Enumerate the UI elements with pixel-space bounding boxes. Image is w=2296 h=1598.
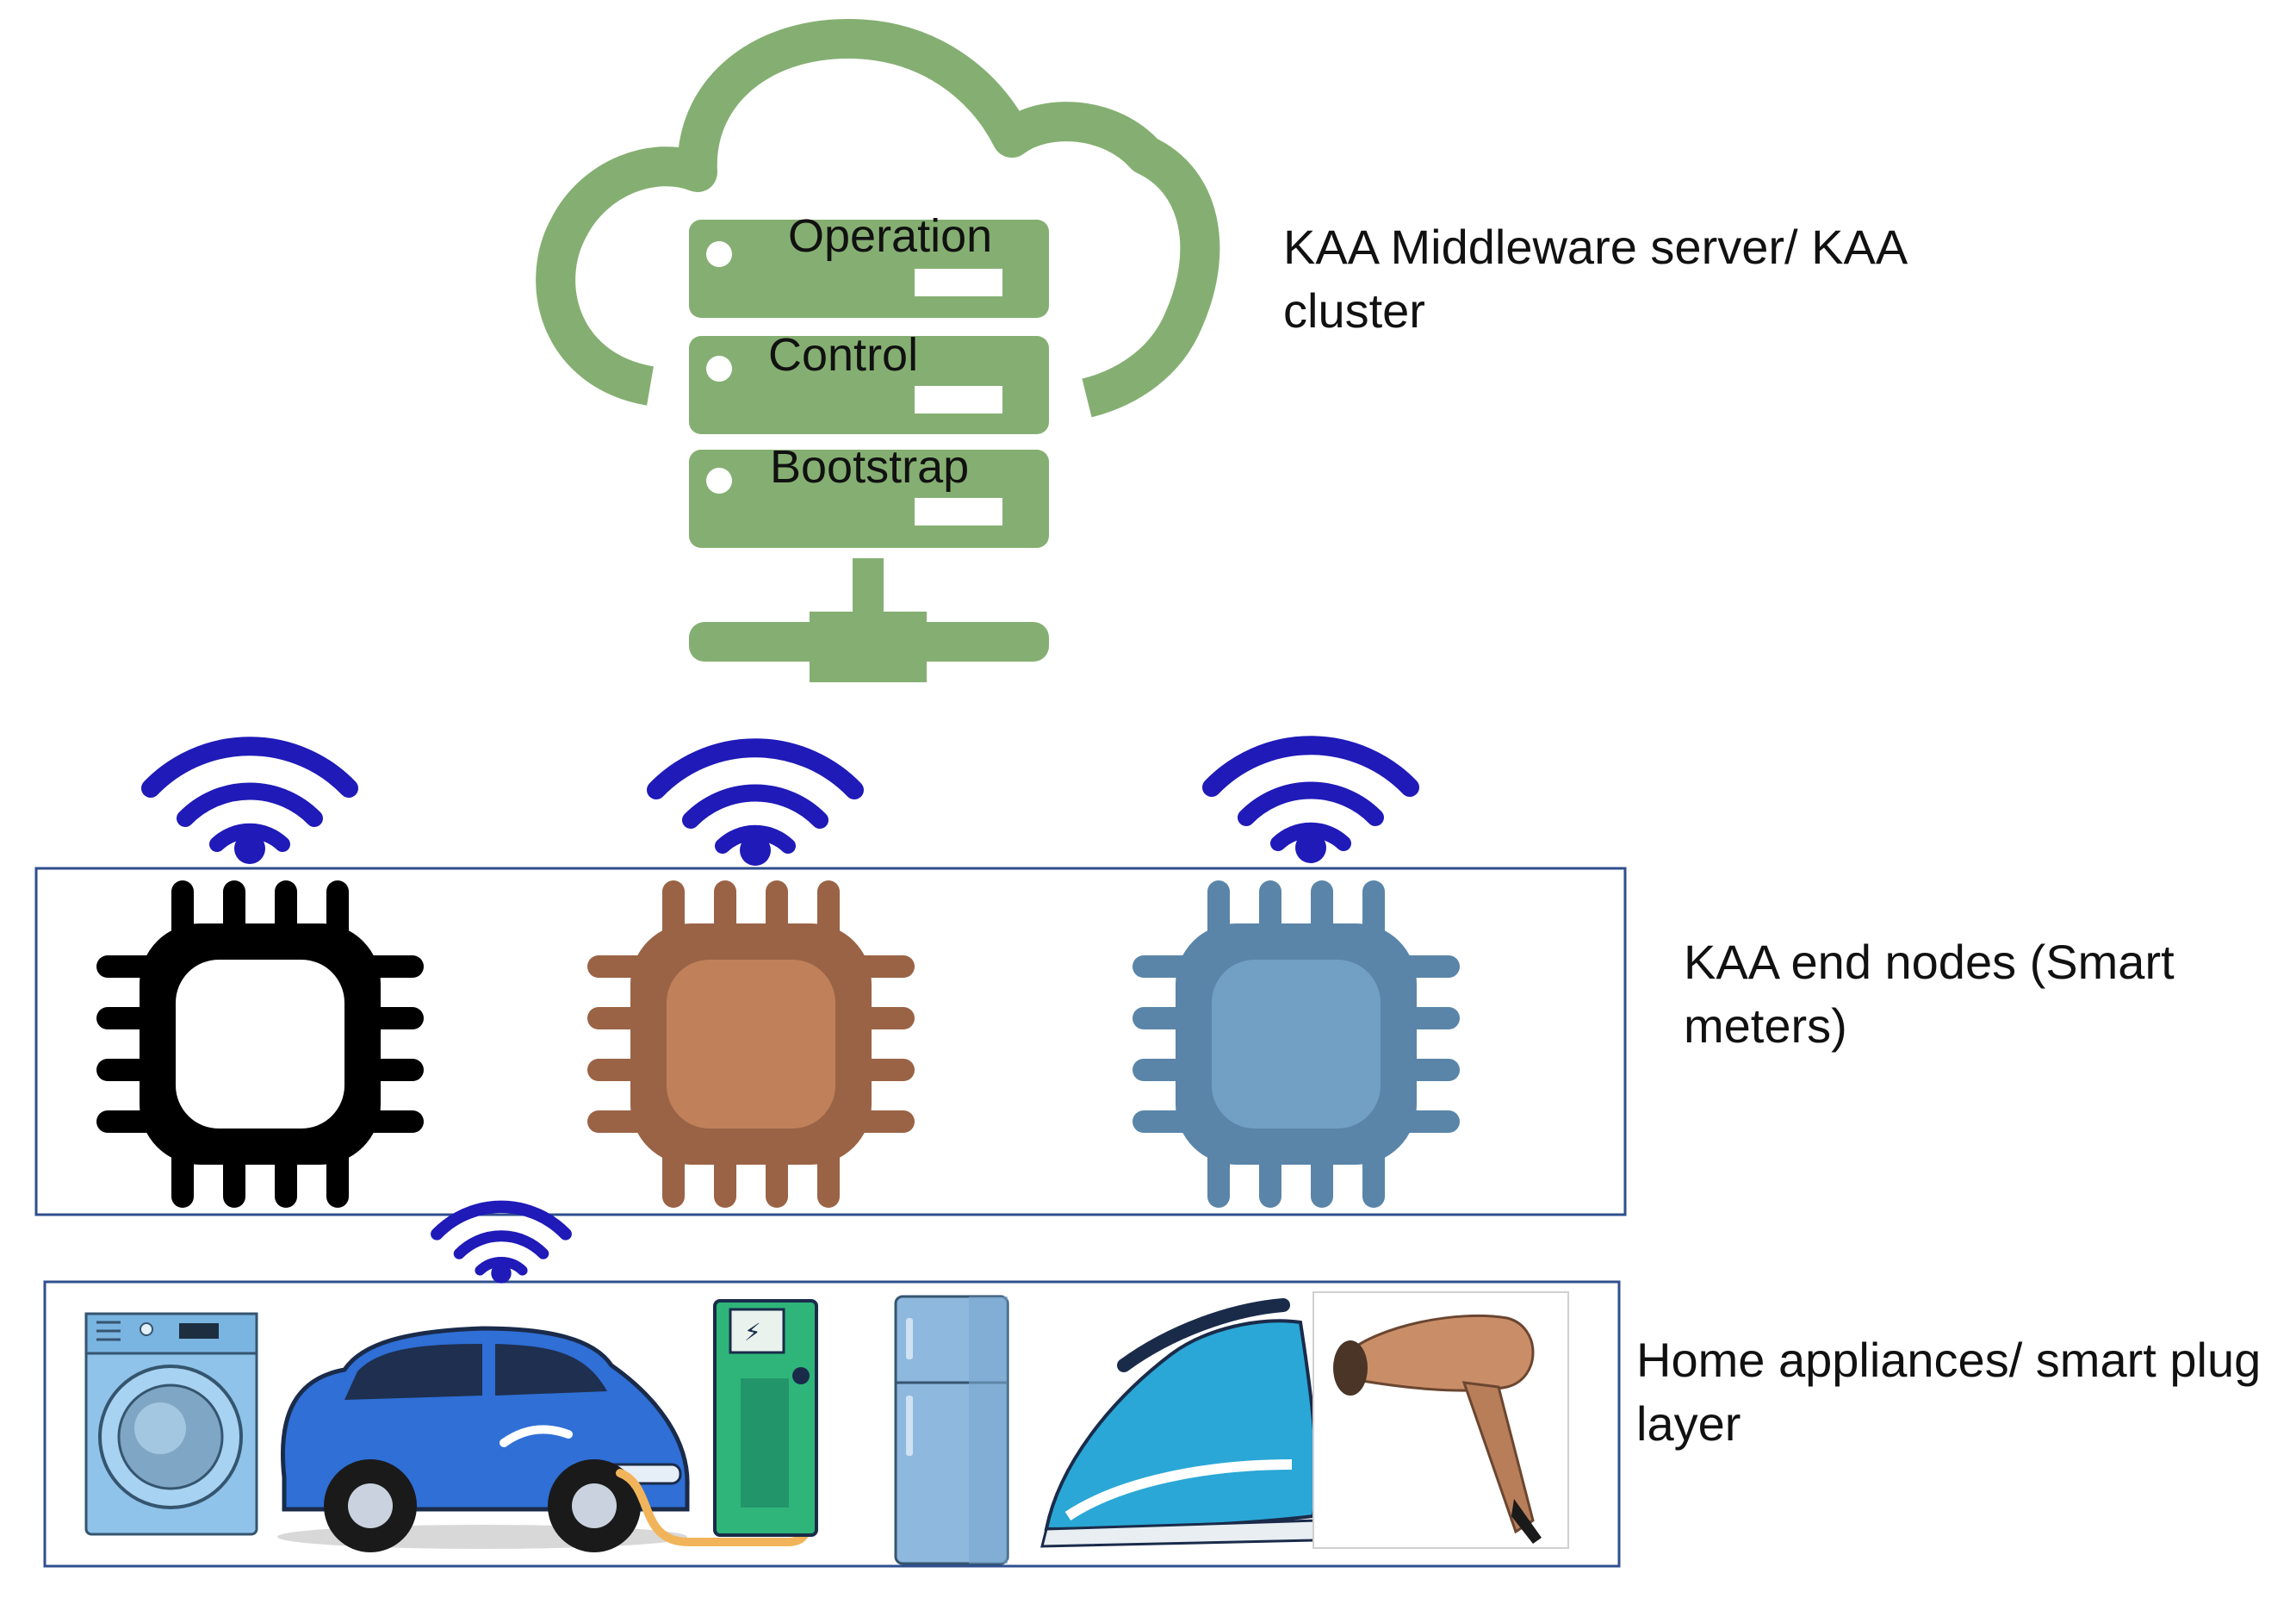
server-unit-operation: Operation (689, 210, 1049, 318)
appliances-box (43, 1280, 1621, 1568)
server-unit-bootstrap: Bootstrap (689, 441, 1049, 548)
svg-text:⚡: ⚡ (744, 1318, 761, 1346)
hair-dryer-icon (1312, 1291, 1569, 1549)
wifi-icon (1212, 745, 1410, 863)
cloud-server-icon: Operation Control Bootstrap (536, 19, 1220, 682)
appliances-layer-label: Home appliances/ smart plug layer (1636, 1333, 2262, 1451)
microchip-icon-blue (1132, 880, 1460, 1208)
network-connector (689, 558, 1049, 682)
wifi-icon (656, 748, 854, 866)
server-label-operation: Operation (788, 210, 992, 262)
microchip-icon-black (96, 880, 424, 1208)
electric-car-icon (277, 1326, 690, 1552)
ev-charger-icon: ⚡ (616, 1299, 818, 1546)
wifi-icon (151, 746, 349, 864)
microchip-icon-brown (587, 880, 915, 1208)
server-unit-control: Control (689, 329, 1049, 434)
middleware-layer-label: KAA Middleware server/ KAA cluster (1283, 220, 1906, 338)
wifi-icon (437, 1207, 566, 1284)
refrigerator-icon (894, 1295, 1009, 1565)
clothes-iron-icon (1040, 1298, 1319, 1548)
end-nodes-box (34, 867, 1627, 1216)
washing-machine-icon (84, 1312, 258, 1536)
cloud-outline (536, 19, 1220, 418)
server-label-bootstrap: Bootstrap (770, 441, 969, 493)
end-nodes-layer-label: KAA end nodes (Smart meters) (1684, 935, 2175, 1053)
server-label-control: Control (768, 329, 918, 381)
